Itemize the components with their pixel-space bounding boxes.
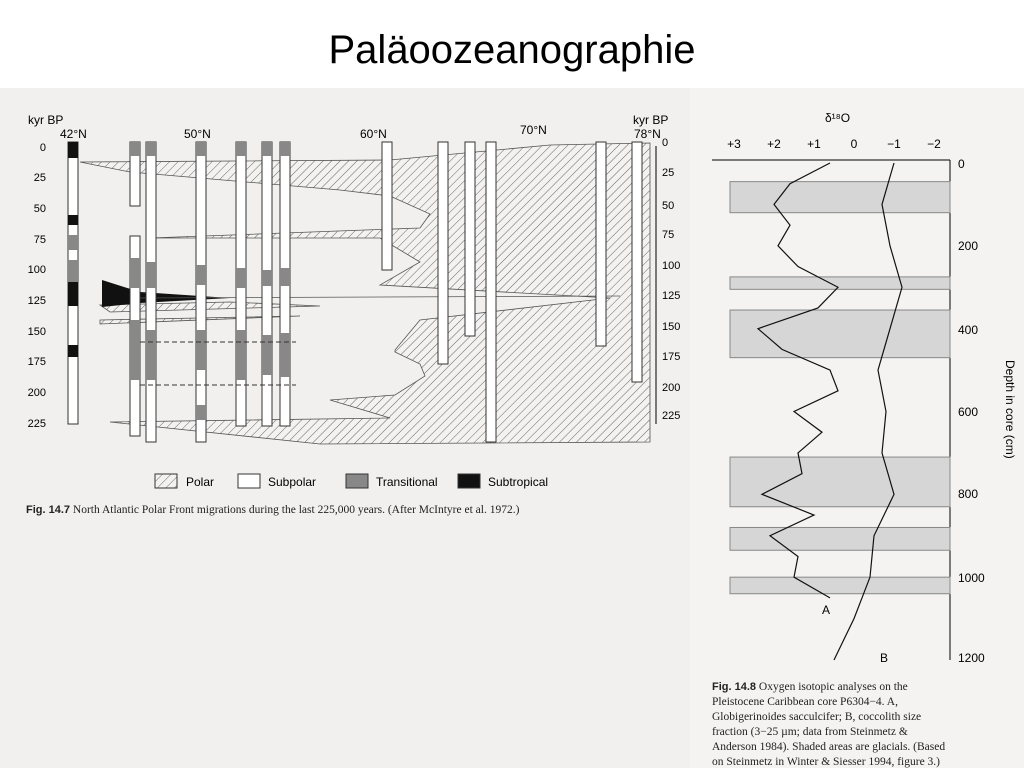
tick-label: −2 <box>927 137 941 151</box>
tick-label: 175 <box>28 356 46 368</box>
tick-label: 125 <box>662 290 680 302</box>
y-ticks: 0 200 400 600 800 1000 1200 <box>958 157 985 665</box>
series-line-a <box>756 162 839 599</box>
tick-label: 125 <box>28 295 46 307</box>
tick-label: 0 <box>958 157 965 171</box>
tick-label: 100 <box>662 260 680 272</box>
tick-label: 0 <box>662 137 668 149</box>
curve-label-b: B <box>880 651 888 665</box>
caption-text: North Atlantic Polar Front migrations du… <box>72 504 520 516</box>
tick-label: 25 <box>662 167 674 179</box>
lat-42: 42°N <box>60 127 87 141</box>
right-ticks: 0 25 50 75 100 125 150 175 200 225 <box>662 137 680 422</box>
curve-label-a: A <box>822 603 830 617</box>
glacial-band <box>729 309 951 359</box>
caption-label: Fig. 14.8 <box>712 681 757 693</box>
glacial-band <box>729 181 951 214</box>
caption-label: Fig. 14.7 <box>26 504 71 516</box>
d18o-label: δ¹⁸O <box>825 111 850 125</box>
tick-label: 600 <box>958 405 978 419</box>
tick-label: 200 <box>662 382 680 394</box>
tick-label: 75 <box>34 234 46 246</box>
fig-14-7: kyr BP kyr BP 42°N 50°N 60°N 70°N 78°N 0… <box>28 113 681 489</box>
tick-label: 200 <box>28 387 46 399</box>
legend-polar: Polar <box>186 475 214 489</box>
lat-70: 70°N <box>520 123 547 137</box>
tick-label: −1 <box>887 137 901 151</box>
tick-label: +2 <box>767 137 781 151</box>
fig-14-8: δ¹⁸O +3 +2 +1 0 −1 −2 0 200 400 600 800 … <box>712 111 1017 665</box>
tick-label: 75 <box>662 229 674 241</box>
tick-label: 100 <box>28 264 46 276</box>
lat-78: 78°N <box>634 127 661 141</box>
legend: Polar Subpolar Transitional Subtropical <box>154 473 548 489</box>
glacial-band <box>729 456 951 508</box>
tick-label: 0 <box>40 142 46 154</box>
tick-label: +3 <box>727 137 741 151</box>
tick-label: 150 <box>662 321 680 333</box>
lat-50: 50°N <box>184 127 211 141</box>
tick-label: 225 <box>662 410 680 422</box>
glacial-band <box>729 526 951 551</box>
tick-label: 1200 <box>958 651 985 665</box>
tick-label: 200 <box>958 239 978 253</box>
series-line-b <box>833 162 903 661</box>
x-ticks: +3 +2 +1 0 −1 −2 <box>727 137 941 151</box>
tick-label: 1000 <box>958 571 985 585</box>
glacial-band <box>729 276 951 290</box>
kyr-left-label: kyr BP <box>28 113 63 127</box>
tick-label: 175 <box>662 351 680 363</box>
tick-label: 50 <box>662 200 674 212</box>
left-ticks: 0 25 50 75 100 125 150 175 200 225 <box>28 142 46 430</box>
legend-subtropical: Subtropical <box>488 475 548 489</box>
tick-label: 400 <box>958 323 978 337</box>
tick-label: 800 <box>958 487 978 501</box>
fig-14-8-caption: Fig. 14.8 Oxygen isotopic analyses on th… <box>712 680 948 770</box>
glacial-bands <box>729 181 951 595</box>
polar-hatched-region <box>79 142 651 445</box>
caption-text: Oxygen isotopic analyses on the Pleistoc… <box>712 681 946 768</box>
tick-label: 25 <box>34 172 46 184</box>
fig-14-7-caption: Fig. 14.7 North Atlantic Polar Front mig… <box>26 504 626 516</box>
tick-label: 0 <box>851 137 858 151</box>
tick-label: 225 <box>28 418 46 430</box>
tick-label: +1 <box>807 137 821 151</box>
tick-label: 150 <box>28 326 46 338</box>
glacial-band <box>729 576 951 595</box>
lat-60: 60°N <box>360 127 387 141</box>
kyr-right-label: kyr BP <box>633 113 668 127</box>
isotope-curves <box>756 162 903 661</box>
core-columns <box>67 141 643 443</box>
legend-subpolar: Subpolar <box>268 475 316 489</box>
legend-transitional: Transitional <box>376 475 438 489</box>
tick-label: 50 <box>34 203 46 215</box>
depth-axis-label: Depth in core (cm) <box>1003 360 1017 459</box>
page-title: Paläoozeanographie <box>328 28 696 72</box>
